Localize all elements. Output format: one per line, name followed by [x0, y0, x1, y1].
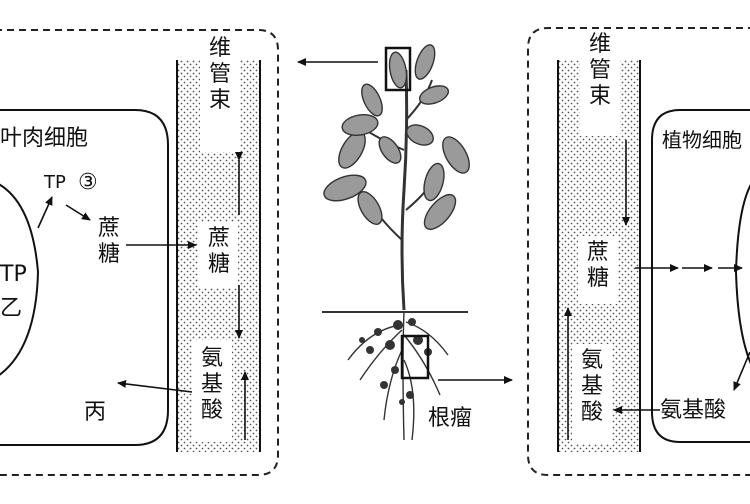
- left-vessel-label-bg: [200, 34, 240, 152]
- root-nodule-label: 根瘤: [428, 406, 473, 431]
- right-vessel-sucrose-bg: [578, 236, 618, 304]
- right-vessel-amino-label: 氨基酸: [580, 348, 603, 425]
- right-vessel-amino-bg: [572, 344, 612, 444]
- right-vessel-label: 维管束: [588, 32, 611, 109]
- left-vessel-sucrose-bg: [198, 222, 238, 288]
- plant-illustration: [297, 44, 513, 441]
- mesophyll-cell-label: 叶肉细胞: [0, 126, 89, 151]
- bing-label: 丙: [84, 400, 107, 425]
- arrow-tp-to-sucrose: [65, 204, 91, 221]
- mesophyll-cell-outline: [0, 109, 169, 446]
- atp-partial-label: TP: [0, 262, 27, 287]
- left-vessel-amino-bg: [192, 340, 232, 442]
- yi-partial-label: 乙: [0, 296, 23, 321]
- leaf-highlight-box: [384, 46, 412, 92]
- left-panel: [0, 29, 279, 476]
- right-panel: [527, 27, 750, 476]
- arrow-amino-to-bing: [117, 379, 193, 393]
- tp-label: TP: [44, 172, 66, 193]
- cell-sucrose-label: 蔗糖: [97, 216, 120, 267]
- left-vessel-label: 维管束: [208, 36, 231, 113]
- plant-cell-label: 植物细胞: [662, 130, 742, 150]
- right-vessel-label-bg: [580, 30, 620, 136]
- right-cell-amino-label: 氨基酸: [660, 398, 727, 423]
- right-vessel-sucrose-label: 蔗糖: [586, 240, 609, 291]
- left-vessel-sucrose-label: 蔗糖: [207, 226, 230, 277]
- arrow-to-tp: [37, 196, 53, 229]
- plant-cell-outline: [651, 109, 750, 443]
- circle-three-label: ③: [78, 170, 98, 195]
- arrow-cell-to-amino: [733, 351, 750, 391]
- chloroplast-outline: [0, 183, 40, 376]
- left-vessel-amino-label: 氨基酸: [200, 346, 223, 423]
- plant-cell-inner: [734, 184, 750, 364]
- root-highlight-box: [400, 334, 430, 380]
- left-dashed-box: [0, 29, 279, 476]
